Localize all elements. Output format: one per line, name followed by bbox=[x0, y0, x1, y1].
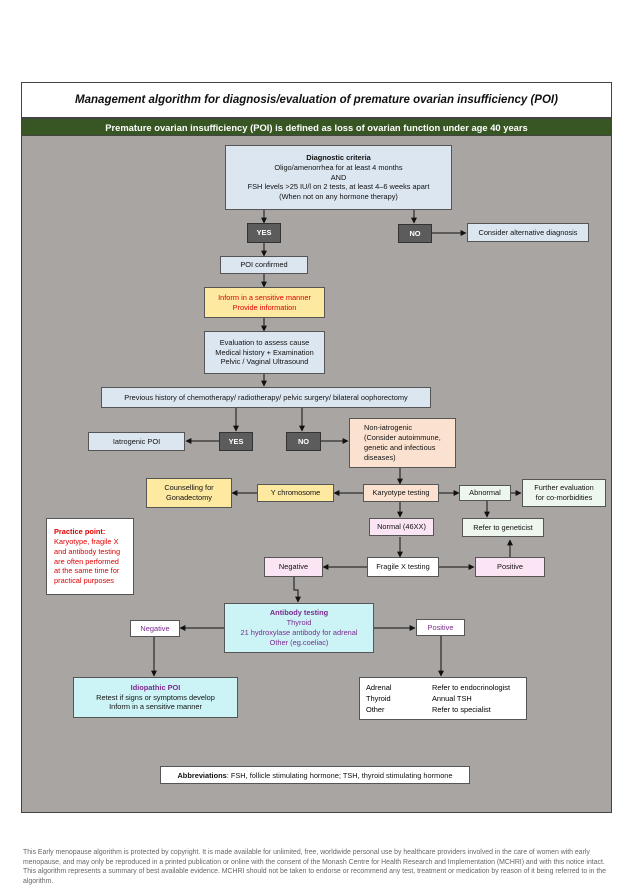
practice-point-line-4: at the same time for bbox=[54, 566, 120, 576]
practice-point-heading: Practice point: bbox=[54, 526, 106, 536]
counselling-box: Counselling for Gonadectomy bbox=[146, 478, 232, 508]
negative-box-antibody: Negative bbox=[130, 620, 180, 637]
poi-confirmed-box: POI confirmed bbox=[220, 256, 308, 274]
antibody-heading: Antibody testing bbox=[269, 608, 329, 618]
evaluation-line-1: Evaluation to assess cause bbox=[219, 337, 310, 347]
no-box-history: NO bbox=[286, 432, 321, 451]
practice-point-line-5: practical purposes bbox=[54, 576, 114, 586]
abnormal-box: Abnormal bbox=[459, 485, 511, 501]
refer-geneticist-box: Refer to geneticist bbox=[462, 518, 544, 537]
referral-left-thyroid: Thyroid bbox=[366, 694, 391, 703]
evaluation-line-3: Pelvic / Vaginal Ultrasound bbox=[220, 357, 309, 367]
yes-box-criteria: YES bbox=[247, 223, 281, 243]
inform-line-1: Inform in a sensitive manner bbox=[218, 292, 311, 302]
abbreviations-text: : FSH, follicle stimulating hormone; TSH… bbox=[226, 771, 453, 780]
non-iatrogenic-line-2: (Consider autoimmune, bbox=[364, 433, 441, 443]
antibody-line-3: Other (eg.coeliac) bbox=[269, 637, 329, 647]
diagnostic-criteria-box: Diagnostic criteria Oligo/amenorrhea for… bbox=[225, 145, 452, 210]
practice-point-line-2: and antibody testing bbox=[54, 546, 121, 556]
idiopathic-heading: Idiopathic POI bbox=[130, 682, 181, 692]
counselling-line-2: Gonadectomy bbox=[165, 493, 212, 502]
abbreviations-label: Abbreviations bbox=[177, 771, 227, 780]
arrow-negative-to-antibody bbox=[293, 577, 301, 603]
no-box-criteria: NO bbox=[398, 224, 432, 243]
fragile-x-testing-box: Fragile X testing bbox=[367, 557, 439, 577]
non-iatrogenic-line-4: diseases) bbox=[364, 452, 396, 462]
evaluation-line-2: Medical history + Examination bbox=[215, 347, 314, 357]
non-iatrogenic-box: Non-iatrogenic (Consider autoimmune, gen… bbox=[349, 418, 456, 468]
antibody-line-2: 21 hydroxylase antibody for adrenal bbox=[240, 628, 358, 637]
inform-line-2: Provide information bbox=[232, 302, 297, 312]
further-evaluation-line-1: Further evaluation bbox=[534, 483, 594, 493]
negative-box-fragilex: Negative bbox=[264, 557, 323, 577]
idiopathic-line-1: Retest if signs or symptoms develop bbox=[96, 692, 215, 702]
antibody-testing-box: Antibody testing Thyroid 21 hydroxylase … bbox=[224, 603, 374, 653]
y-chromosome-box: Y chromosome bbox=[257, 484, 334, 502]
positive-box-antibody: Positive bbox=[416, 619, 465, 636]
referrals-box bbox=[359, 677, 527, 720]
idiopathic-line-2: Inform in a sensitive manner bbox=[109, 702, 202, 712]
counselling-line-1: Counselling for bbox=[164, 483, 214, 493]
diagnostic-heading: Diagnostic criteria bbox=[306, 152, 371, 162]
non-iatrogenic-line-1: Non-iatrogenic bbox=[364, 423, 413, 433]
further-evaluation-line-2: for co-morbidities bbox=[535, 493, 593, 502]
referral-left-adrenal: Adrenal bbox=[366, 683, 392, 692]
yes-box-history: YES bbox=[219, 432, 253, 451]
evaluation-box: Evaluation to assess cause Medical histo… bbox=[204, 331, 325, 374]
definition-banner: Premature ovarian insufficiency (POI) is… bbox=[21, 118, 612, 136]
referral-right-endocrinologist: Refer to endocrinologist bbox=[432, 683, 511, 692]
iatrogenic-poi-box: Iatrogenic POI bbox=[88, 432, 185, 451]
diagnostic-line-4: (When not on any hormone therapy) bbox=[279, 192, 398, 202]
page-title: Management algorithm for diagnosis/evalu… bbox=[21, 82, 612, 118]
copyright-footer: This Early menopause algorithm is protec… bbox=[23, 849, 606, 885]
referral-right-specialist: Refer to specialist bbox=[432, 705, 491, 714]
practice-point-line-1: Karyotype, fragile X bbox=[54, 536, 119, 546]
previous-history-box: Previous history of chemotherapy/ radiot… bbox=[101, 387, 431, 408]
inform-box: Inform in a sensitive manner Provide inf… bbox=[204, 287, 325, 318]
non-iatrogenic-line-3: genetic and infectious bbox=[364, 443, 436, 452]
referral-left-other: Other bbox=[366, 705, 385, 714]
further-evaluation-box: Further evaluation for co-morbidities bbox=[522, 479, 606, 507]
diagnostic-line-1: Oligo/amenorrhea for at least 4 months bbox=[274, 162, 403, 172]
abbreviations-box: Abbreviations: FSH, follicle stimulating… bbox=[160, 766, 470, 784]
antibody-line-1: Thyroid bbox=[286, 618, 312, 628]
diagnostic-line-2: AND bbox=[330, 172, 347, 182]
normal-46xx-box: Normal (46XX) bbox=[369, 518, 434, 536]
karyotype-testing-box: Karyotype testing bbox=[363, 484, 439, 502]
practice-point-line-3: are often performed bbox=[54, 556, 119, 566]
idiopathic-poi-box: Idiopathic POI Retest if signs or sympto… bbox=[73, 677, 238, 718]
diagnostic-line-3: FSH levels >25 IU/l on 2 tests, at least… bbox=[247, 182, 430, 192]
referral-right-annual-tsh: Annual TSH bbox=[432, 694, 472, 703]
practice-point-box: Practice point: Karyotype, fragile X and… bbox=[46, 518, 134, 595]
positive-box-fragilex: Positive bbox=[475, 557, 545, 577]
alternative-diagnosis-box: Consider alternative diagnosis bbox=[467, 223, 589, 242]
